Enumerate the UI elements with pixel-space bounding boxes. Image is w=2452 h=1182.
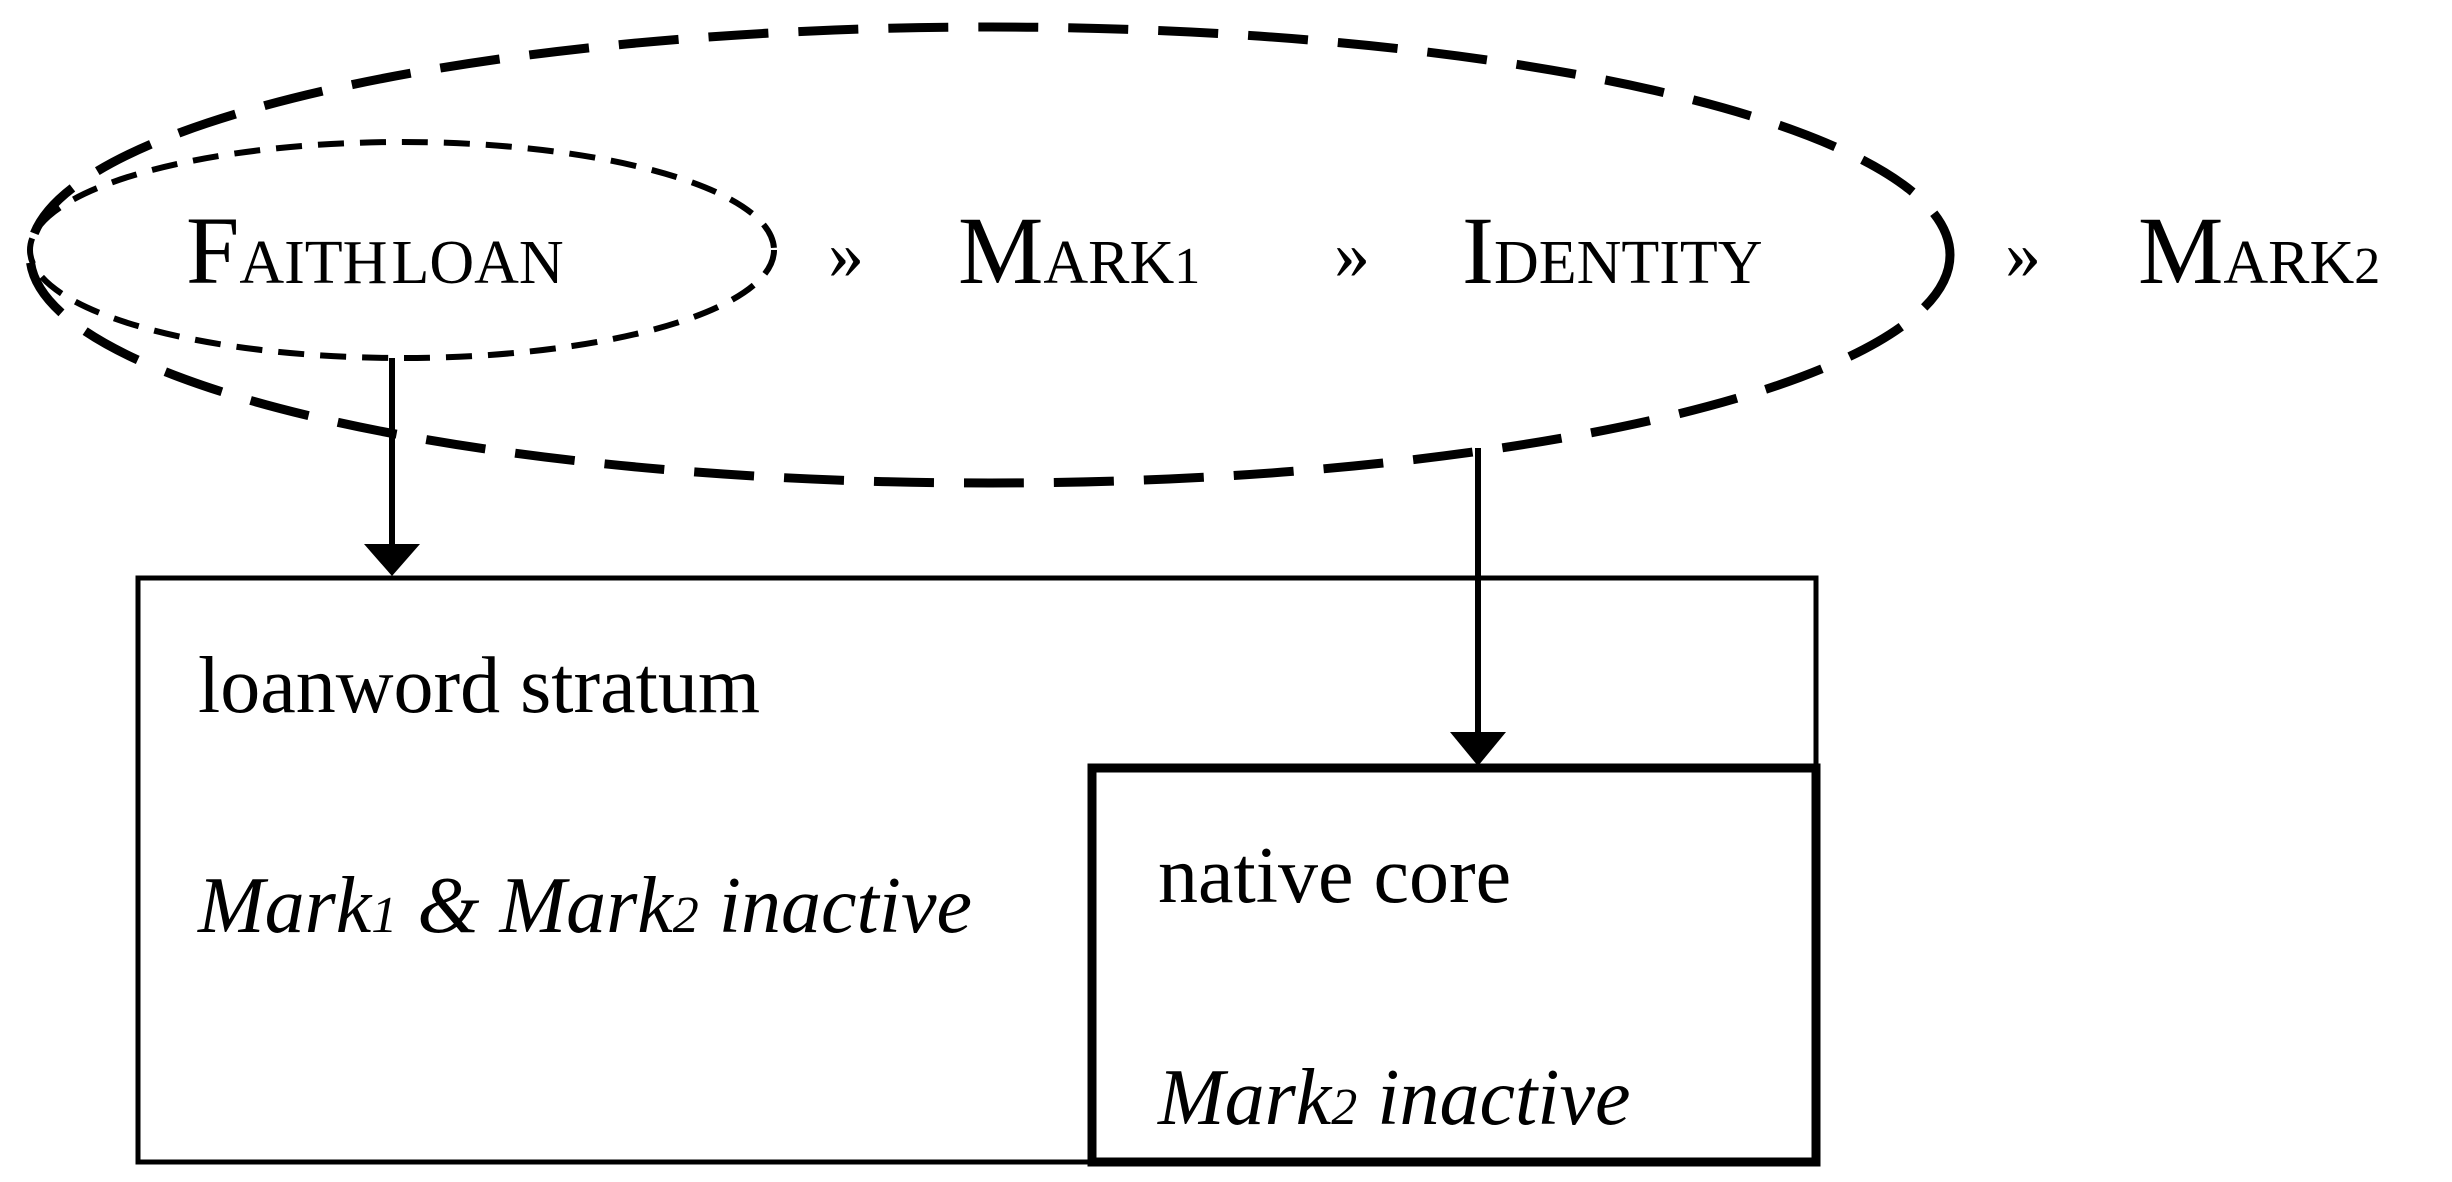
arrowhead-to-loanword <box>364 544 420 576</box>
constraint-mark1: MARK1 <box>958 197 1200 304</box>
native-core-note: Mark2 inactive <box>1157 1054 1630 1142</box>
constraint-identity: IDENTITY <box>1462 197 1763 304</box>
large-dashed-ellipse <box>25 22 1955 488</box>
loanword-stratum-title: loanword stratum <box>198 642 760 730</box>
small-dashed-ellipse <box>27 139 777 361</box>
native-core-box <box>1087 763 1821 1167</box>
ranking-operator-2: » <box>1334 214 1370 294</box>
ranking-operator-1: » <box>828 214 864 294</box>
constraint-faith-loan: FAITHLOAN <box>186 197 564 304</box>
constraint-mark2: MARK2 <box>2138 197 2380 304</box>
native-core-title: native core <box>1158 832 1511 920</box>
ranking-operator-3: » <box>2005 214 2041 294</box>
loanword-stratum-note: Mark1 & Mark2 inactive <box>197 862 972 950</box>
arrowhead-to-native <box>1450 732 1506 766</box>
